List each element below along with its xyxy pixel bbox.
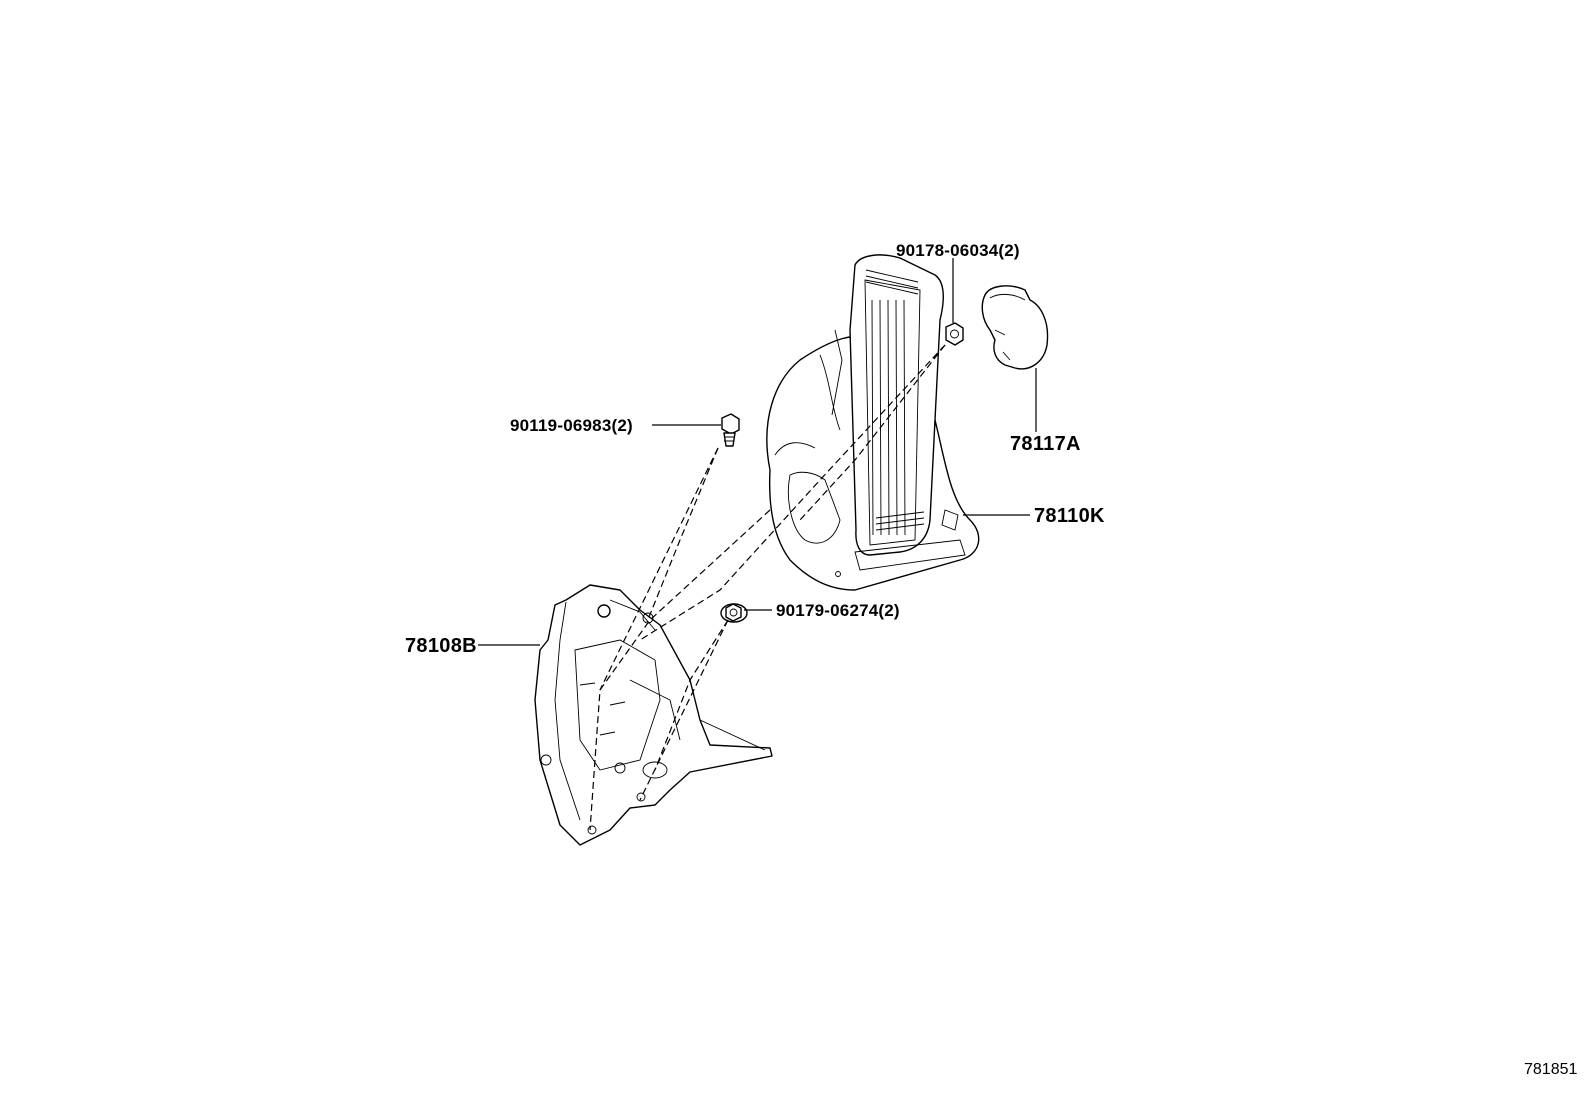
flange-nut-upper[interactable] xyxy=(945,322,964,346)
assembly-lines xyxy=(589,344,946,831)
label-bolt[interactable]: 90119-06983(2) xyxy=(510,416,633,435)
accelerator-pedal-assembly[interactable] xyxy=(766,254,980,591)
label-nut-lower[interactable]: 90179-06274(2) xyxy=(776,601,900,620)
hex-bolt[interactable] xyxy=(721,413,740,447)
flange-nut-lower[interactable] xyxy=(720,603,748,623)
illustration-code: 781851 xyxy=(1524,1061,1577,1078)
pedal-bracket[interactable] xyxy=(534,584,773,846)
pedal-stopper[interactable] xyxy=(981,285,1049,370)
label-bracket[interactable]: 78108B xyxy=(405,635,477,657)
label-pedal-assy[interactable]: 78110K xyxy=(1034,505,1105,527)
label-stopper[interactable]: 78117A xyxy=(1010,433,1081,455)
leader-lines xyxy=(478,258,1037,646)
label-nut-upper[interactable]: 90178-06034(2) xyxy=(896,241,1020,260)
